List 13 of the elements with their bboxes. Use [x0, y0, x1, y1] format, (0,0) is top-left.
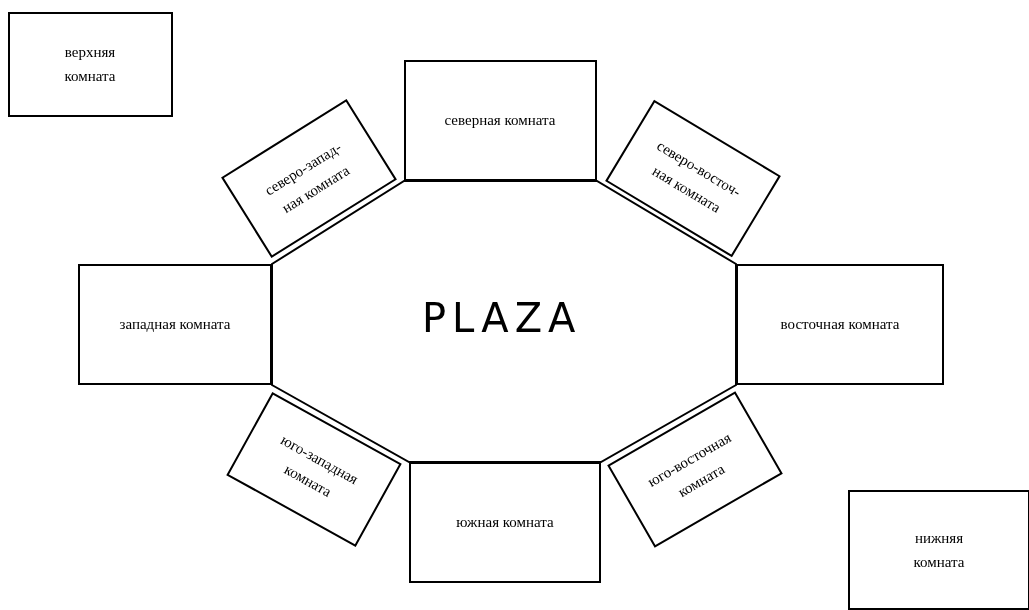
room-box	[7, 11, 173, 117]
room-label: нижняя комната	[912, 529, 966, 572]
room-box	[78, 263, 272, 385]
room-label: северная комната	[443, 111, 557, 130]
room-label: южная комната	[455, 513, 555, 532]
room-box	[736, 263, 944, 385]
plaza-label: PLAZA	[422, 295, 582, 341]
room-label: верхняя комната	[63, 43, 117, 86]
room-box	[409, 461, 601, 583]
room-label: восточная комната	[779, 315, 901, 334]
room-box	[848, 490, 1029, 610]
room-box	[403, 59, 597, 181]
room-label: западная комната	[118, 315, 232, 334]
